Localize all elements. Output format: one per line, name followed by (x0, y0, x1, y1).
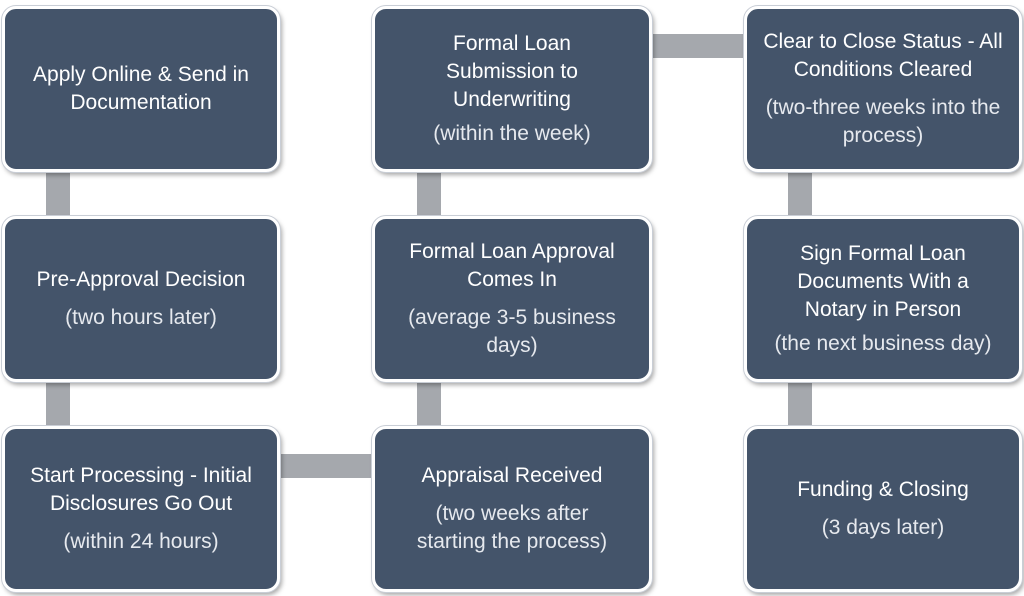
step-funding-closing: Funding & Closing (3 days later) (744, 426, 1022, 592)
step-title: Pre-Approval Decision (36, 268, 246, 291)
step-formal-submission: Formal Loan Submission to Underwriting (… (372, 6, 652, 172)
step-title: Appraisal Received (421, 464, 603, 487)
step-title: Sign Formal Loan Documents With a Notary… (797, 242, 969, 321)
connector-2-3 (46, 382, 70, 426)
step-title: Formal Loan Approval Comes In (409, 240, 615, 291)
step-timing: (two hours later) (65, 306, 217, 329)
step-timing: (two-three weeks into the process) (765, 96, 1001, 147)
step-timing: (average 3-5 business days) (408, 306, 616, 357)
step-title: Start Processing - Initial Disclosures G… (30, 464, 252, 515)
step-title: Apply Online & Send in Documentation (33, 63, 249, 114)
step-timing: (the next business day) (774, 332, 992, 355)
step-timing: (within the week) (433, 122, 591, 145)
step-title: Clear to Close Status - All Conditions C… (763, 30, 1003, 81)
connector-7-8 (788, 172, 812, 216)
connector-4-5 (417, 382, 441, 426)
step-start-processing: Start Processing - Initial Disclosures G… (2, 426, 280, 592)
connector-8-9 (788, 382, 812, 426)
step-timing: (two weeks after starting the process) (416, 502, 608, 553)
step-apply-online: Apply Online & Send in Documentation (2, 6, 280, 172)
step-title: Formal Loan Submission to Underwriting (446, 32, 578, 111)
step-sign-documents: Sign Formal Loan Documents With a Notary… (744, 216, 1022, 382)
step-timing: (within 24 hours) (63, 530, 219, 553)
connector-1-2 (46, 172, 70, 216)
step-clear-to-close: Clear to Close Status - All Conditions C… (744, 6, 1022, 172)
step-appraisal: Appraisal Received (two weeks after star… (372, 426, 652, 592)
step-formal-approval: Formal Loan Approval Comes In (average 3… (372, 216, 652, 382)
step-timing: (3 days later) (821, 516, 945, 539)
step-title: Funding & Closing (797, 478, 969, 501)
connector-5-6 (417, 172, 441, 216)
connector-3-4 (280, 454, 376, 478)
step-pre-approval: Pre-Approval Decision (two hours later) (2, 216, 280, 382)
connector-6-7 (652, 34, 746, 58)
